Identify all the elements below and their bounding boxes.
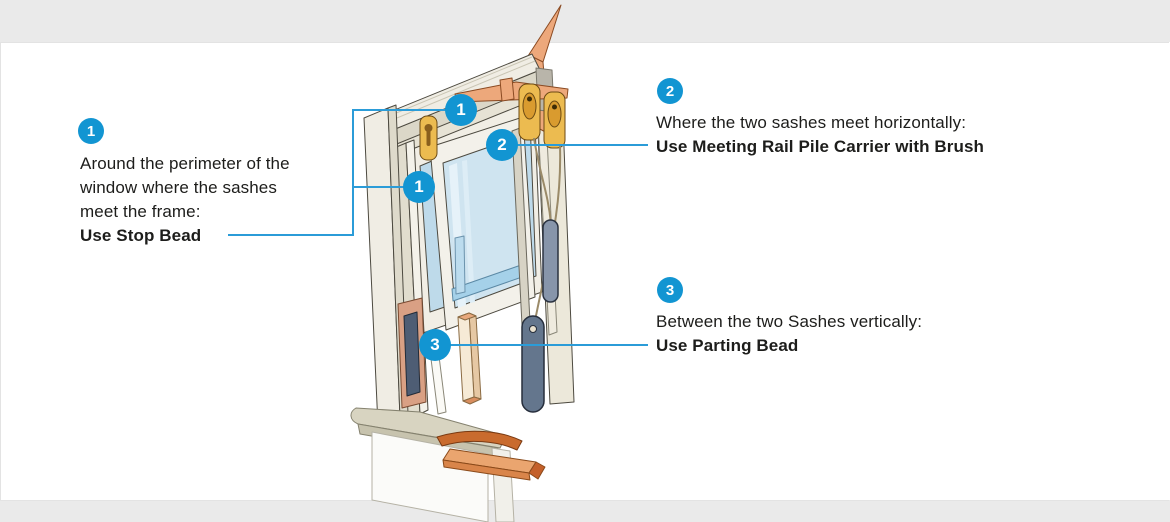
diagram-marker-1-top: 1 bbox=[445, 94, 477, 126]
parting-bead-piece bbox=[457, 312, 482, 405]
annotation-1-text: Around the perimeter of the window where… bbox=[80, 154, 290, 221]
annotation-3-number: 3 bbox=[657, 277, 683, 303]
diagram-marker-2: 2 bbox=[486, 129, 518, 161]
bottom-gray-band bbox=[0, 500, 1170, 522]
weight-pocket bbox=[397, 297, 427, 409]
sash-weights bbox=[521, 219, 559, 413]
connector-stopbead-vertical bbox=[352, 109, 354, 236]
annotation-3: Between the two Sashes vertically: Use P… bbox=[656, 310, 1096, 358]
annotation-2-text: Where the two sashes meet horizontally: bbox=[656, 113, 967, 132]
connector-meeting-rail bbox=[517, 144, 648, 146]
sash-pulleys bbox=[419, 83, 566, 161]
annotation-2-number: 2 bbox=[657, 78, 683, 104]
connector-stopbead-top-branch bbox=[352, 109, 447, 111]
connector-stopbead-horizontal bbox=[228, 234, 354, 236]
annotation-1-emphasis: Use Stop Bead bbox=[80, 226, 202, 245]
top-gray-band bbox=[0, 0, 1170, 42]
annotation-3-emphasis: Use Parting Bead bbox=[656, 336, 799, 355]
annotation-3-text: Between the two Sashes vertically: bbox=[656, 312, 923, 331]
content-panel bbox=[0, 42, 1169, 501]
annotation-2: Where the two sashes meet horizontally: … bbox=[656, 111, 1096, 159]
annotation-1: Around the perimeter of the window where… bbox=[80, 152, 312, 248]
connector-stopbead-mid-branch bbox=[352, 186, 405, 188]
lower-sash bbox=[429, 116, 536, 331]
annotation-1-number: 1 bbox=[78, 118, 104, 144]
diagram-marker-1-side: 1 bbox=[403, 171, 435, 203]
sill-orange-pieces bbox=[436, 430, 546, 481]
diagram-marker-3: 3 bbox=[419, 329, 451, 361]
connector-parting-bead bbox=[450, 344, 648, 346]
annotation-2-emphasis: Use Meeting Rail Pile Carrier with Brush bbox=[656, 137, 985, 156]
